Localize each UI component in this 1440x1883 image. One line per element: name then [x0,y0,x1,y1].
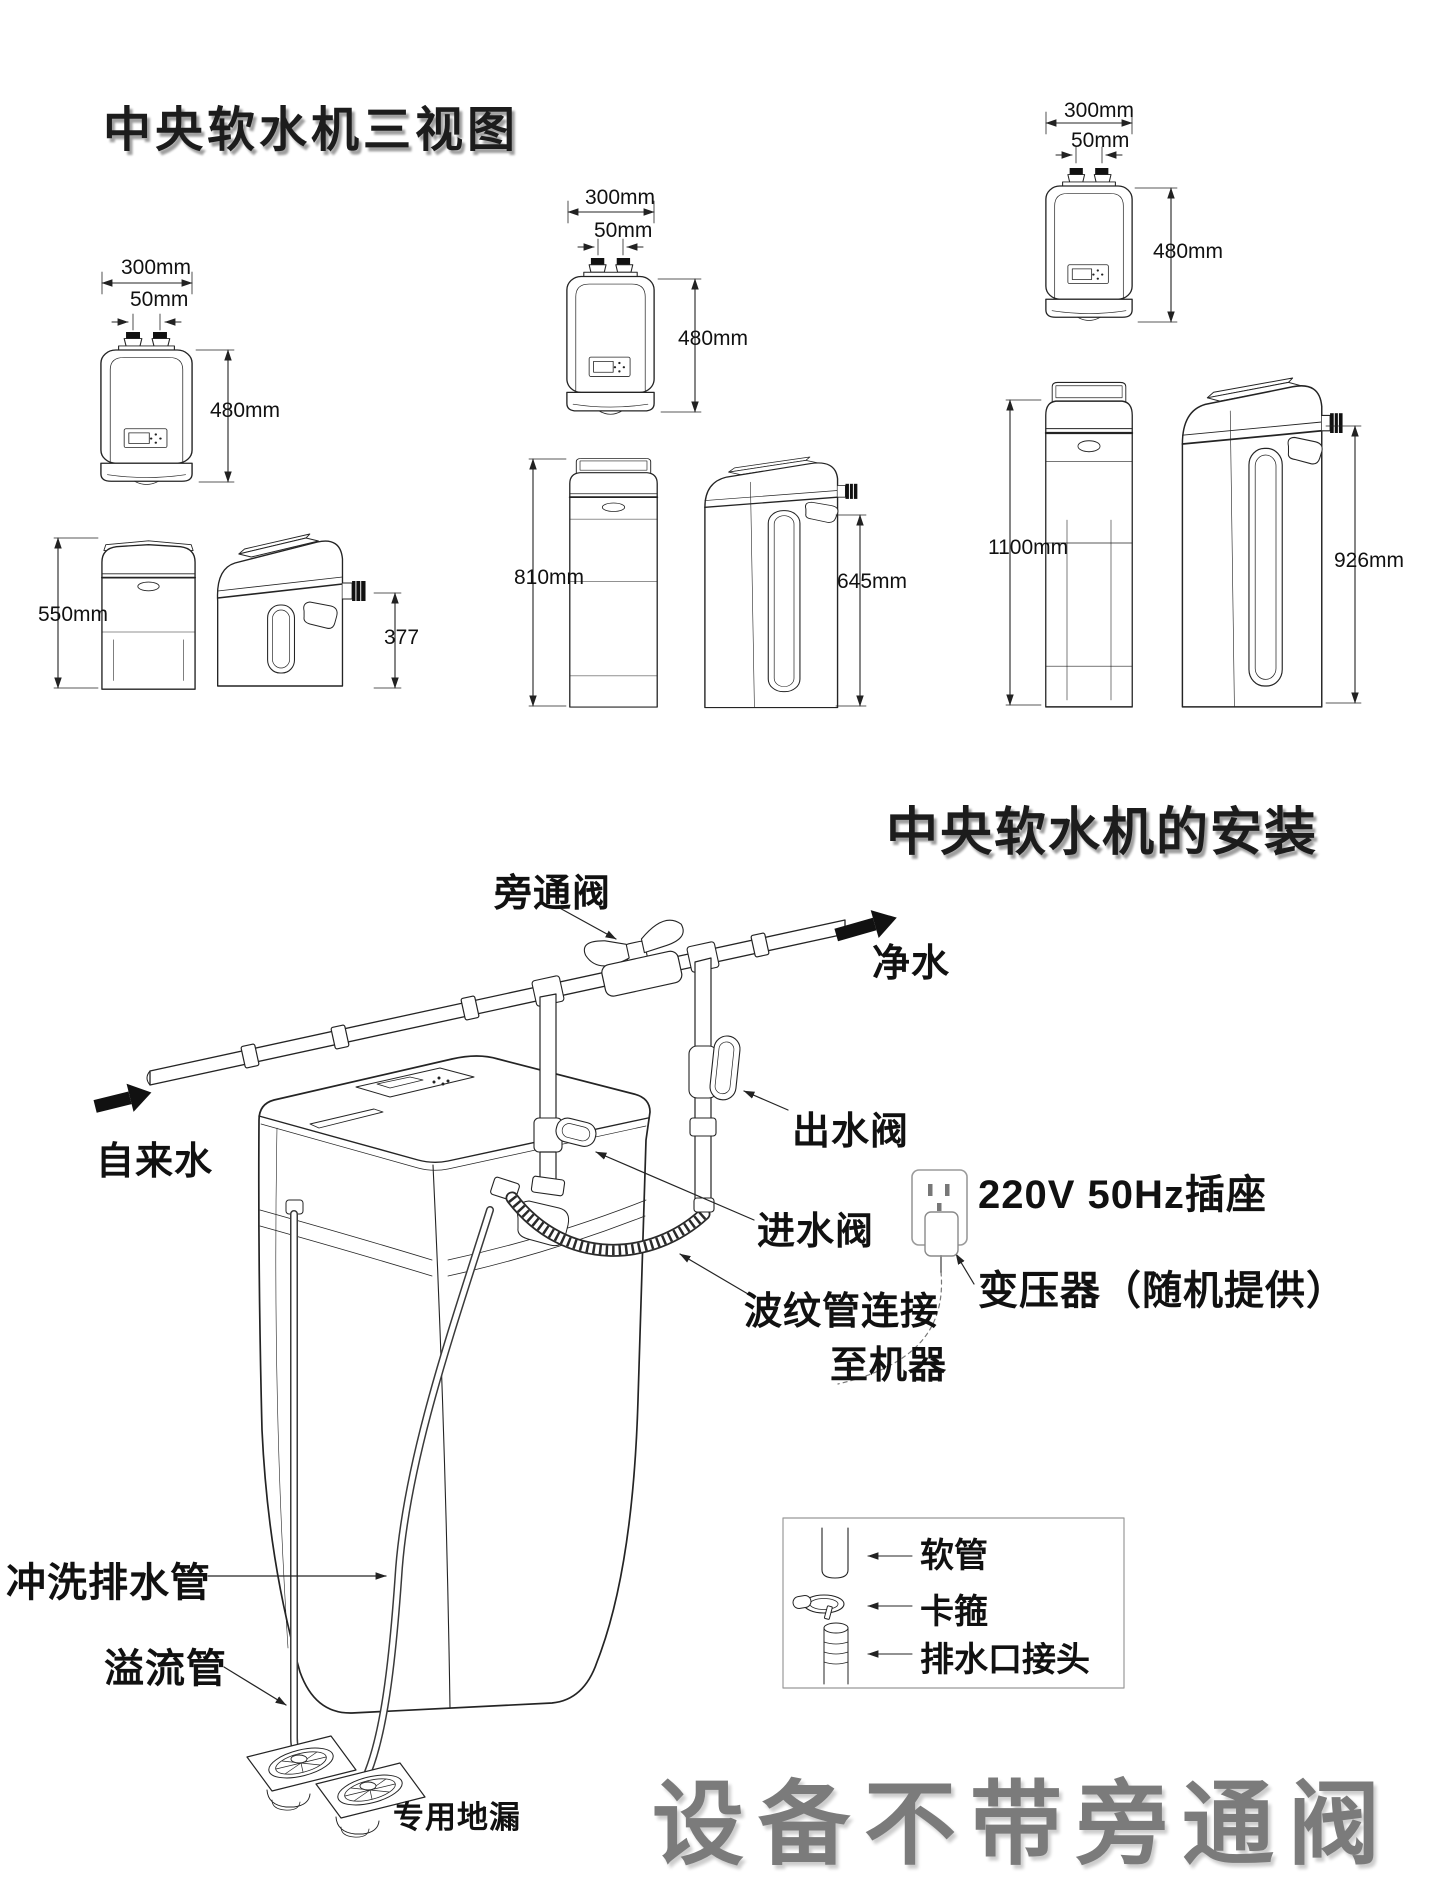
label-power-socket: 220V 50Hz插座 [978,1173,1267,1217]
label-outlet-valve: 出水阀 [792,1111,910,1153]
dim-compact-cabinet-height: 480mm [210,399,281,422]
dim-large-port-spacing: 50mm [1071,129,1130,152]
label-transformer: 变压器（随机提供） [978,1269,1347,1313]
dim-large-cabinet-height: 480mm [1153,240,1224,263]
tap-water-arrow [93,1083,152,1113]
clean-water-arrow [834,910,897,942]
label-corrugated-pipe-line2: 至机器 [830,1345,948,1387]
socket-and-transformer-drawing [837,1169,968,1385]
installation-title: 中央软水机的安装 [886,804,1319,862]
group-compact-drawings [53,271,402,691]
footer-note: 设备不带旁通阀 [652,1774,1395,1876]
legend-label-drain-connector: 排水口接头 [920,1641,1090,1679]
label-bypass-valve: 旁通阀 [494,873,612,915]
label-flush-drain-pipe: 冲洗排水管 [6,1561,211,1605]
dim-medium-front-height: 810mm [514,566,585,589]
dim-large-side-height: 926mm [1334,549,1405,572]
label-tap-water: 自来水 [96,1141,214,1183]
dim-compact-front-height: 550mm [38,603,109,626]
dim-large-front-height: 1100mm [988,536,1069,559]
label-floor-drain: 专用地漏 [393,1800,521,1835]
dim-medium-cabinet-height: 480mm [678,327,749,350]
legend-label-hose: 软管 [920,1537,988,1575]
group-large-drawings [1005,111,1362,709]
three-view-title: 中央软水机三视图 [103,104,520,157]
dim-medium-port-spacing: 50mm [594,219,653,242]
dim-medium-side-height: 645mm [837,570,908,593]
label-overflow-pipe: 溢流管 [104,1647,227,1691]
dim-compact-port-spacing: 50mm [130,288,189,311]
group-medium-drawings [528,200,867,709]
dim-compact-width: 300mm [121,256,192,279]
leader-lines [207,905,975,1706]
dim-compact-side-height: 377 [384,626,420,649]
dim-medium-width: 300mm [585,186,656,209]
label-corrugated-pipe-line1: 波纹管连接 [744,1291,940,1333]
label-inlet-valve: 进水阀 [757,1211,875,1253]
dim-large-width: 300mm [1064,99,1135,122]
label-clean-water: 净水 [872,943,951,985]
softener-isometric-drawing [146,919,846,1838]
legend-box [782,1517,1125,1689]
legend-label-clamp: 卡箍 [920,1593,988,1631]
